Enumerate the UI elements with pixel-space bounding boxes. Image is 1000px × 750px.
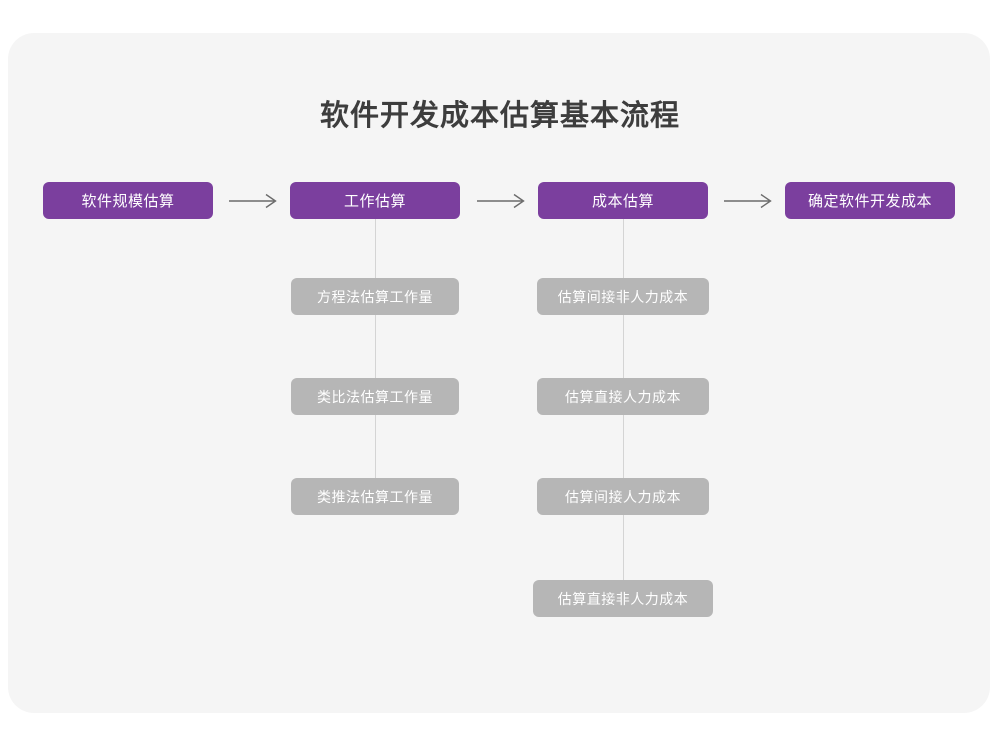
branch-node-step2-1[interactable]: 方程法估算工作量: [291, 278, 459, 315]
branch-node-step2-2-label: 类比法估算工作量: [317, 388, 433, 405]
connector-line-step2-branch: [375, 219, 376, 499]
flow-node-step4[interactable]: 确定软件开发成本: [785, 182, 955, 219]
branch-node-step3-3[interactable]: 估算间接人力成本: [537, 478, 709, 515]
branch-node-step3-1-label: 估算间接非人力成本: [557, 288, 689, 305]
flow-node-step4-label: 确定软件开发成本: [807, 193, 932, 210]
branch-node-step2-2[interactable]: 类比法估算工作量: [291, 378, 459, 415]
flow-node-step1-label: 软件规模估算: [81, 193, 175, 210]
arrow-step1-to-step2: [228, 191, 282, 211]
branch-node-step2-3-label: 类推法估算工作量: [317, 488, 433, 505]
flow-node-step2[interactable]: 工作估算: [290, 182, 460, 219]
branch-node-step3-2[interactable]: 估算直接人力成本: [537, 378, 709, 415]
flow-node-step3[interactable]: 成本估算: [538, 182, 708, 219]
branch-node-step3-1[interactable]: 估算间接非人力成本: [537, 278, 709, 315]
page-title: 软件开发成本估算基本流程: [319, 100, 680, 132]
branch-node-step3-2-label: 估算直接人力成本: [565, 388, 681, 405]
diagram-card-background: [8, 33, 990, 713]
arrow-step2-to-step3: [476, 191, 530, 211]
flow-node-step3-label: 成本估算: [591, 193, 654, 210]
branch-node-step3-4[interactable]: 估算直接非人力成本: [533, 580, 713, 617]
branch-node-step2-3[interactable]: 类推法估算工作量: [291, 478, 459, 515]
branch-node-step3-4-label: 估算直接非人力成本: [557, 590, 689, 607]
flow-node-step1[interactable]: 软件规模估算: [43, 182, 213, 219]
branch-node-step2-1-label: 方程法估算工作量: [317, 288, 433, 305]
arrow-step3-to-step4: [723, 191, 777, 211]
flow-node-step2-label: 工作估算: [343, 193, 406, 210]
branch-node-step3-3-label: 估算间接人力成本: [565, 488, 681, 505]
